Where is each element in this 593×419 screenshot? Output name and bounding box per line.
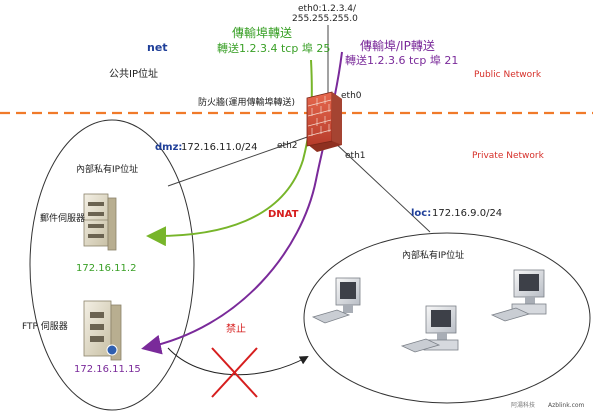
ftp-server-label: FTP 伺服器 — [22, 322, 68, 332]
footer-brand: 阿湯科技 — [511, 402, 536, 409]
dmz-zone-ellipse — [29, 119, 195, 411]
loc-private-ip-label: 內部私有IP位址 — [402, 251, 465, 261]
dmz-private-ip-label: 內部私有IP位址 — [76, 165, 139, 175]
eth0-mask-text: 255.255.255.0 — [292, 14, 358, 24]
dnat-label: DNAT — [268, 209, 299, 220]
computer-icon-3 — [490, 269, 547, 322]
firewall-label: 防火牆(運用傳輸埠轉送) — [198, 98, 296, 108]
mail-server-label: 郵件伺服器 — [40, 214, 86, 224]
loc-label: loc: — [411, 208, 432, 219]
forbidden-cross-b — [211, 347, 258, 398]
computer-icon-1 — [311, 277, 361, 324]
eth2-label: eth2 — [277, 141, 298, 151]
dmz-label: dmz: — [155, 142, 183, 153]
mail-server-icon — [83, 193, 117, 251]
ftp-server-icon — [83, 300, 122, 361]
public-ip-label: 公共IP位址 — [109, 69, 158, 80]
dmz-subnet: 172.16.11.0/24 — [181, 142, 258, 153]
computer-icon-2 — [400, 305, 459, 353]
ftp-server-ip: 172.16.11.15 — [74, 364, 141, 375]
forbidden-label: 禁止 — [226, 324, 246, 335]
eth0-ip-text: eth0:1.2.3.4/ — [298, 4, 357, 14]
ip-forward-title: 傳輸埠/IP轉送 — [360, 39, 435, 53]
private-network-label: Private Network — [472, 151, 544, 161]
mail-server-ip: 172.16.11.2 — [76, 263, 137, 274]
eth2-link — [167, 134, 314, 187]
firewall-icon — [306, 91, 342, 152]
blocked-route-arrow — [167, 347, 309, 376]
loc-zone-ellipse — [303, 232, 591, 404]
eth1-link — [331, 139, 431, 233]
eth0-label: eth0 — [341, 91, 362, 101]
port-forward-title: 傳輸埠轉送 — [232, 26, 293, 40]
ip-forward-rule: 轉送1.2.3.6 tcp 埠 21 — [345, 54, 459, 67]
eth1-label: eth1 — [345, 151, 366, 161]
net-label: net — [147, 41, 168, 54]
public-network-label: Public Network — [474, 70, 542, 80]
footer-site: Azblink.com — [548, 402, 585, 409]
loc-subnet: 172.16.9.0/24 — [432, 208, 503, 219]
port-forward-rule: 轉送1.2.3.4 tcp 埠 25 — [217, 42, 331, 55]
